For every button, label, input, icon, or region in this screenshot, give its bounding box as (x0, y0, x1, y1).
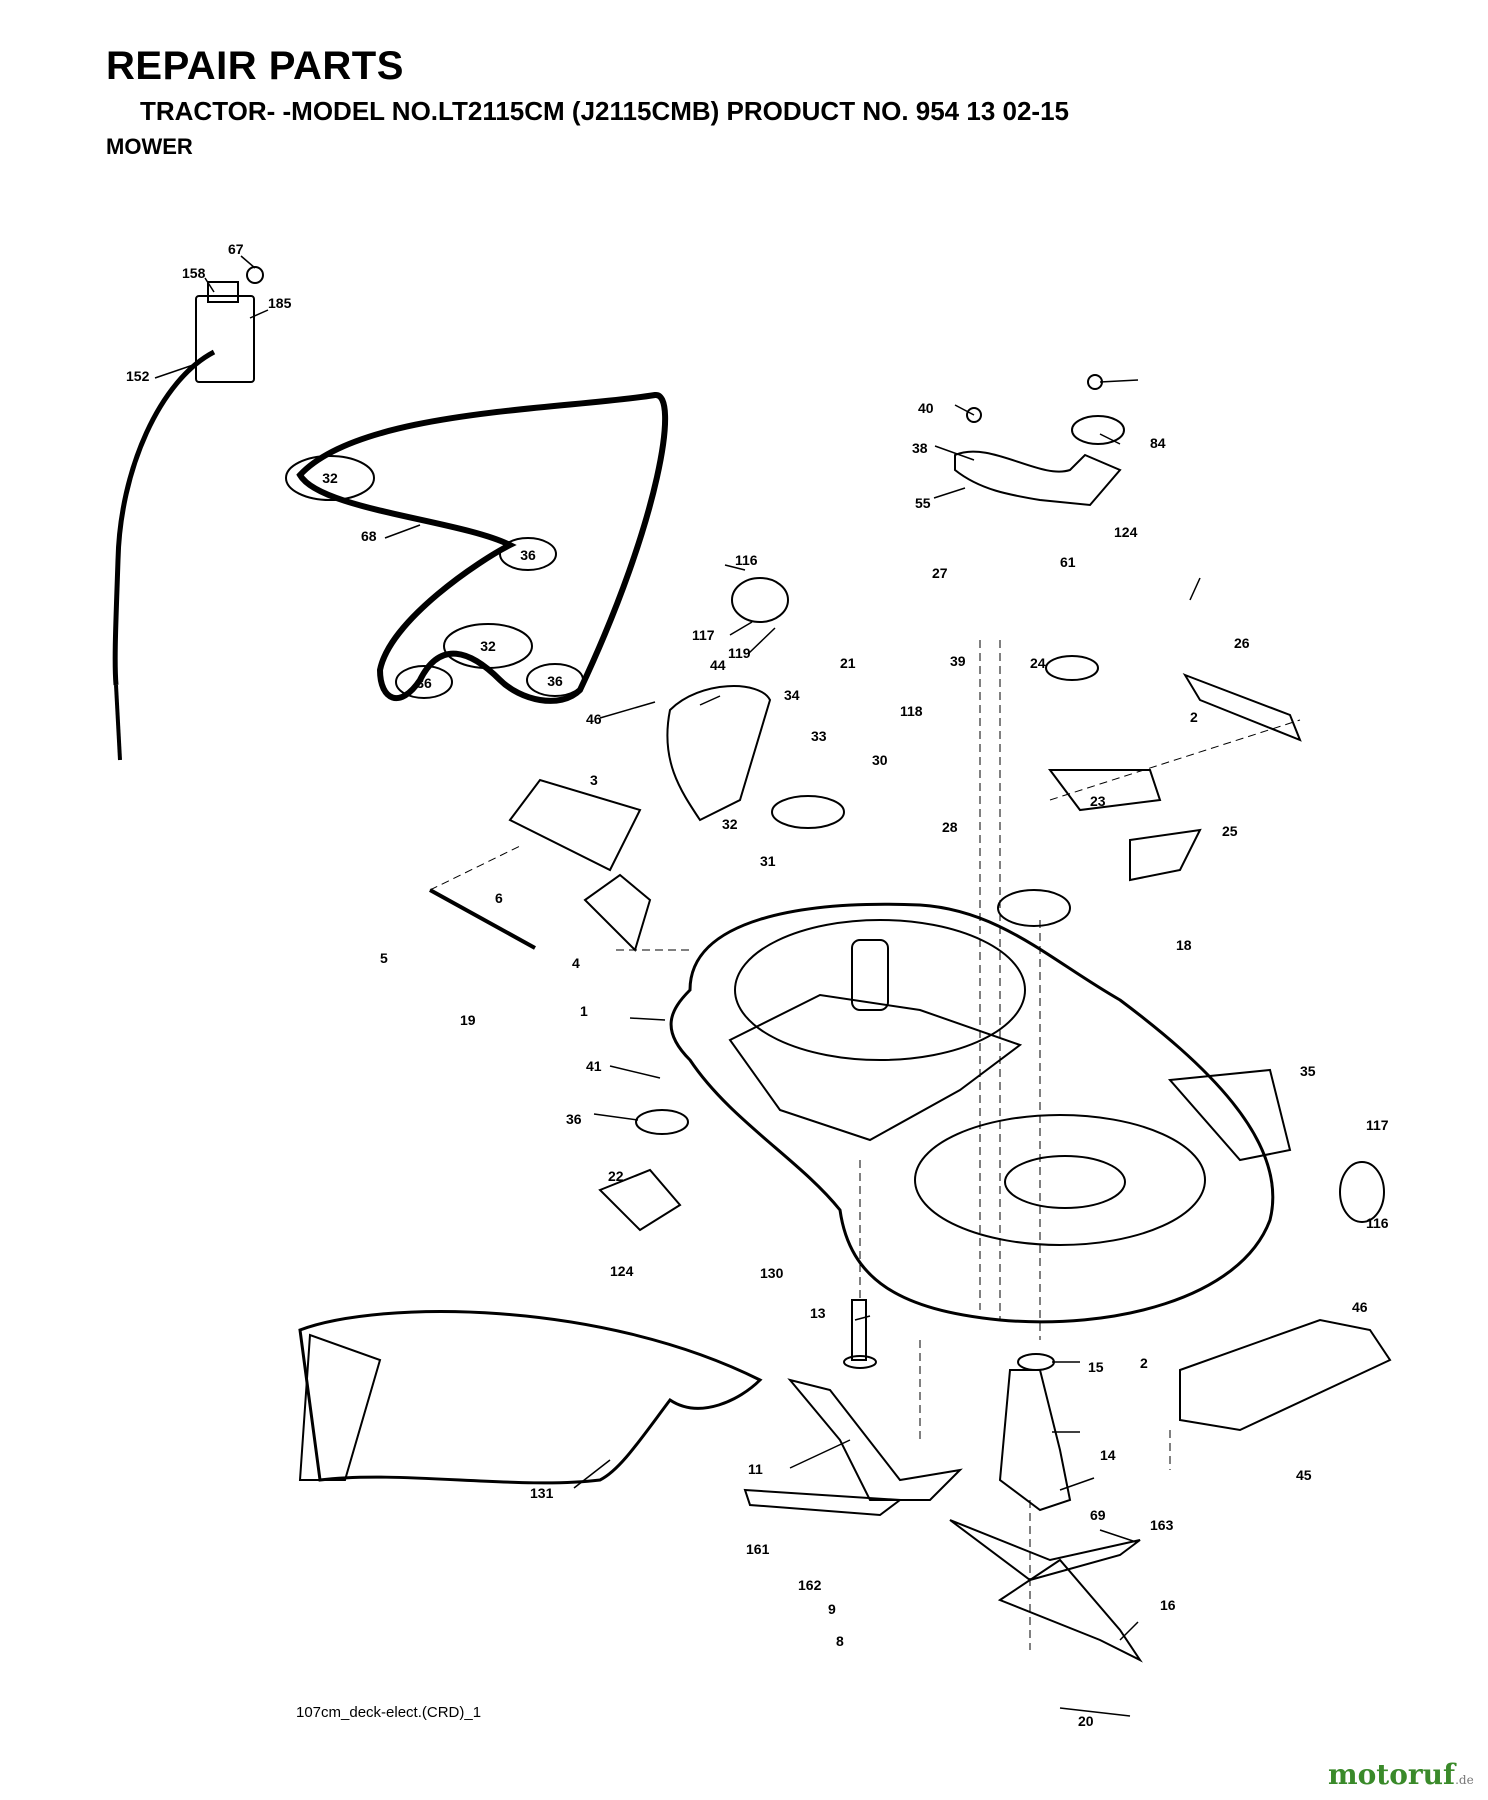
callout: 28 (942, 819, 958, 835)
drawing-code: 107cm_deck-elect.(CRD)_1 (296, 1704, 482, 1721)
callout: 18 (1176, 937, 1192, 953)
callout: 27 (932, 565, 948, 581)
callout: 30 (872, 752, 888, 768)
alignment-lines (429, 640, 1301, 1650)
callout: 2 (1190, 709, 1198, 725)
callout: 34 (784, 687, 800, 703)
callout: 39 (950, 653, 966, 669)
callout: 163 (1150, 1517, 1174, 1533)
callout: 124 (1114, 524, 1138, 540)
callout: 119 (728, 645, 751, 661)
part-callouts: 67 158 185 152 68 116 117 119 44 46 21 3… (126, 241, 1389, 1729)
callout: 22 (608, 1168, 624, 1184)
section-title: MOWER (106, 134, 193, 159)
callout: 61 (1060, 554, 1076, 570)
callout: 26 (1234, 635, 1250, 651)
callout: 46 (1352, 1299, 1368, 1315)
side-guard (1179, 1318, 1392, 1432)
callout: 1 (580, 1003, 588, 1019)
idler-bracket (954, 374, 1125, 507)
callout: 16 (1160, 1597, 1176, 1613)
callout: 185 (268, 295, 292, 311)
callout: 55 (915, 495, 931, 511)
page-title: REPAIR PARTS (106, 44, 404, 88)
model-subtitle: TRACTOR- -MODEL NO.LT2115CM (J2115CMB) P… (140, 96, 1070, 126)
callout: 23 (1090, 793, 1106, 809)
callout: 117 (1366, 1117, 1389, 1133)
belt-pulley-label: 36 (416, 675, 432, 691)
callout: 84 (1150, 435, 1166, 451)
callout: 8 (836, 1633, 844, 1649)
callout: 118 (900, 703, 923, 719)
callout: 36 (566, 1111, 582, 1127)
callout: 124 (610, 1263, 634, 1279)
callout: 2 (1140, 1355, 1148, 1371)
callout: 130 (760, 1265, 784, 1281)
callout: 117 (692, 627, 715, 643)
callout: 40 (918, 400, 934, 416)
callout: 4 (572, 955, 580, 971)
callout: 14 (1100, 1447, 1116, 1463)
callout: 6 (495, 890, 503, 906)
leader-lines (154, 255, 1201, 1717)
left-brackets (429, 778, 682, 1232)
callout: 67 (228, 241, 244, 257)
callout: 9 (828, 1601, 836, 1617)
callout: 38 (912, 440, 928, 456)
callout: 116 (735, 552, 758, 568)
callout: 44 (710, 657, 726, 673)
callout: 5 (380, 950, 388, 966)
callout: 15 (1088, 1359, 1104, 1375)
discharge-chute (298, 1310, 763, 1485)
callout: 31 (760, 853, 776, 869)
callout: 20 (1078, 1713, 1094, 1729)
blades-spindles (743, 1299, 1143, 1663)
callout: 46 (586, 711, 602, 727)
watermark-text: motoruf (1328, 1758, 1456, 1791)
belt-pulley-label: 36 (547, 673, 563, 689)
callout: 21 (840, 655, 856, 671)
callout: 41 (586, 1058, 602, 1074)
watermark-suffix: .de (1455, 1773, 1474, 1787)
callout: 68 (361, 528, 377, 544)
callout: 152 (126, 368, 150, 384)
belt-pulley-label: 32 (480, 638, 496, 654)
watermark: motoruf.de (1328, 1758, 1474, 1791)
callout: 11 (748, 1461, 763, 1477)
belt-guard (666, 685, 772, 822)
belt-pulley-label: 32 (322, 470, 338, 486)
cable-assembly (112, 266, 264, 761)
callout: 131 (530, 1485, 554, 1501)
callout: 25 (1222, 823, 1238, 839)
callout: 19 (460, 1012, 476, 1028)
mower-deck (669, 902, 1275, 1324)
right-brackets (1048, 673, 1385, 1223)
callout: 45 (1296, 1467, 1312, 1483)
callout: 162 (798, 1577, 822, 1593)
pulleys-center (635, 577, 1099, 1135)
callout: 32 (722, 816, 738, 832)
callout: 35 (1300, 1063, 1316, 1079)
callout: 3 (590, 772, 598, 788)
callout: 116 (1366, 1215, 1389, 1231)
callout: 13 (810, 1305, 826, 1321)
callout: 33 (811, 728, 827, 744)
drive-belt (285, 392, 669, 704)
belt-pulley-labels: 32 36 32 36 36 (322, 470, 563, 691)
belt-pulley-label: 36 (520, 547, 536, 563)
callout: 158 (182, 265, 206, 281)
callout: 69 (1090, 1507, 1106, 1523)
callout: 161 (746, 1541, 770, 1557)
callout: 24 (1030, 655, 1046, 671)
